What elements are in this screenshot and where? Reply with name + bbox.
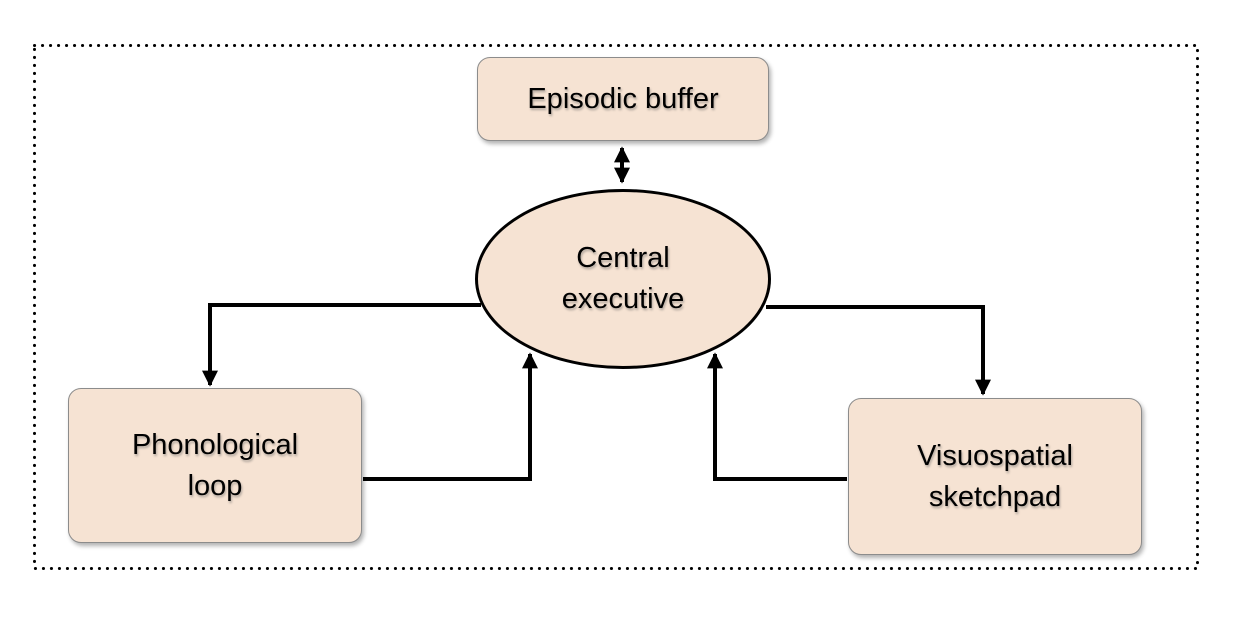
node-phonological-loop: Phonological loop xyxy=(68,388,362,543)
phonological-loop-label: Phonological loop xyxy=(131,428,299,502)
central-executive-label: Central executive xyxy=(561,242,685,315)
arrow-visuospatial-to-central xyxy=(707,352,847,481)
dotted-border-frame xyxy=(33,44,1199,570)
node-episodic-buffer: Episodic buffer xyxy=(477,57,769,141)
arrow-phonological-to-central xyxy=(363,352,538,481)
visuospatial-sketchpad-label: Visuospatial sketchpad xyxy=(917,439,1073,513)
node-visuospatial-sketchpad: Visuospatial sketchpad xyxy=(848,398,1142,555)
node-central-executive: Central executive xyxy=(475,189,771,369)
arrow-central-to-visuospatial xyxy=(766,305,991,396)
arrow-central-to-phonological xyxy=(202,303,481,387)
episodic-buffer-label: Episodic buffer xyxy=(527,82,719,115)
